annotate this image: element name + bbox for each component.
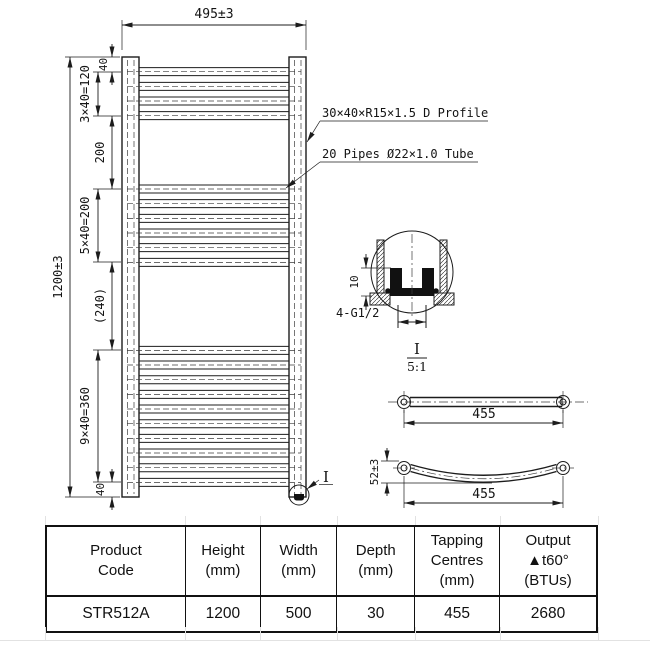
col-header-width: Width (mm) <box>259 525 338 597</box>
col-header-height: Height (mm) <box>184 525 261 597</box>
dim-gap2: (240) <box>93 288 107 324</box>
straight-bar-view: 455 <box>388 391 588 428</box>
gridline-stub <box>415 627 416 640</box>
detail-marker-label: I <box>323 468 329 486</box>
spec-table-data-row: STR512A 1200 500 30 455 2680 <box>45 595 598 633</box>
dim-seg-bottom: 40 <box>94 483 107 496</box>
left-tube <box>121 56 140 498</box>
dim-boss-height: 10 <box>348 275 361 288</box>
thread-label: 4-G1/2 <box>336 306 379 320</box>
dimensions: 495±3 1200±3 40 3×40=120 200 5×40=200 (2… <box>51 7 307 510</box>
scale-note-ratio: 5:1 <box>407 359 427 374</box>
dim-group1: 3×40=120 <box>78 65 92 123</box>
cell-product-code: STR512A <box>45 595 186 633</box>
dim-curve-depth: 52±3 <box>368 459 381 486</box>
gridline-stub <box>260 627 261 640</box>
scale-note-mark: I <box>414 340 420 358</box>
gridline-stub <box>337 627 338 640</box>
gridline-bottom <box>0 640 650 641</box>
cell-height: 1200 <box>184 595 261 633</box>
cell-width: 500 <box>259 595 338 633</box>
dim-top-width: 495±3 <box>194 7 233 22</box>
gridline-stub <box>337 516 338 525</box>
detail-circle <box>370 230 454 314</box>
gridline-stub <box>185 627 186 640</box>
gridline-stub <box>45 516 46 525</box>
callout-pipes: 20 Pipes Ø22×1.0 Tube <box>322 147 474 161</box>
dim-straight-centres: 455 <box>472 407 495 422</box>
radiator-drawing: 495±3 1200±3 40 3×40=120 200 5×40=200 (2… <box>51 7 588 510</box>
spec-table: Product Code Height (mm) Width (mm) Dept… <box>45 525 598 633</box>
gridline-stub <box>415 516 416 525</box>
detail-view: 10 4-G1/2 I 5:1 <box>336 230 455 374</box>
cell-output: 2680 <box>498 595 598 633</box>
dim-gap1: 200 <box>93 142 107 164</box>
dim-group2: 5×40=200 <box>78 197 92 255</box>
gridline-stub <box>500 627 501 640</box>
cell-tapping-centres: 455 <box>414 595 500 633</box>
dim-seg-top: 40 <box>97 58 110 71</box>
tapping-boss-section <box>390 268 434 296</box>
curved-bar-view: 52±3 455 <box>368 448 574 508</box>
dim-group3: 9×40=360 <box>78 387 92 445</box>
gridline-stub <box>598 627 599 640</box>
dim-overall-height: 1200±3 <box>51 255 65 298</box>
col-header-product-code: Product Code <box>45 525 186 597</box>
gridline-stub <box>185 516 186 525</box>
gridline-stub <box>598 516 599 525</box>
col-header-output: Output ▲t60° (BTUs) <box>498 525 598 597</box>
radiator-front-view <box>121 56 307 498</box>
cell-depth: 30 <box>336 595 416 633</box>
pipe-rows <box>127 67 301 487</box>
spec-table-header-row: Product Code Height (mm) Width (mm) Dept… <box>45 525 598 597</box>
detail-marker: I <box>288 468 333 506</box>
col-header-depth: Depth (mm) <box>336 525 416 597</box>
col-header-tapping-centres: Tapping Centres (mm) <box>414 525 500 597</box>
right-tube <box>288 56 307 498</box>
gridline-stub <box>500 516 501 525</box>
gridline-stub <box>45 627 46 640</box>
dim-curved-centres: 455 <box>472 487 495 502</box>
callouts: 30×40×R15×1.5 D Profile 20 Pipes Ø22×1.0… <box>285 106 488 189</box>
gridline-stub <box>260 516 261 525</box>
callout-profile: 30×40×R15×1.5 D Profile <box>322 106 488 120</box>
